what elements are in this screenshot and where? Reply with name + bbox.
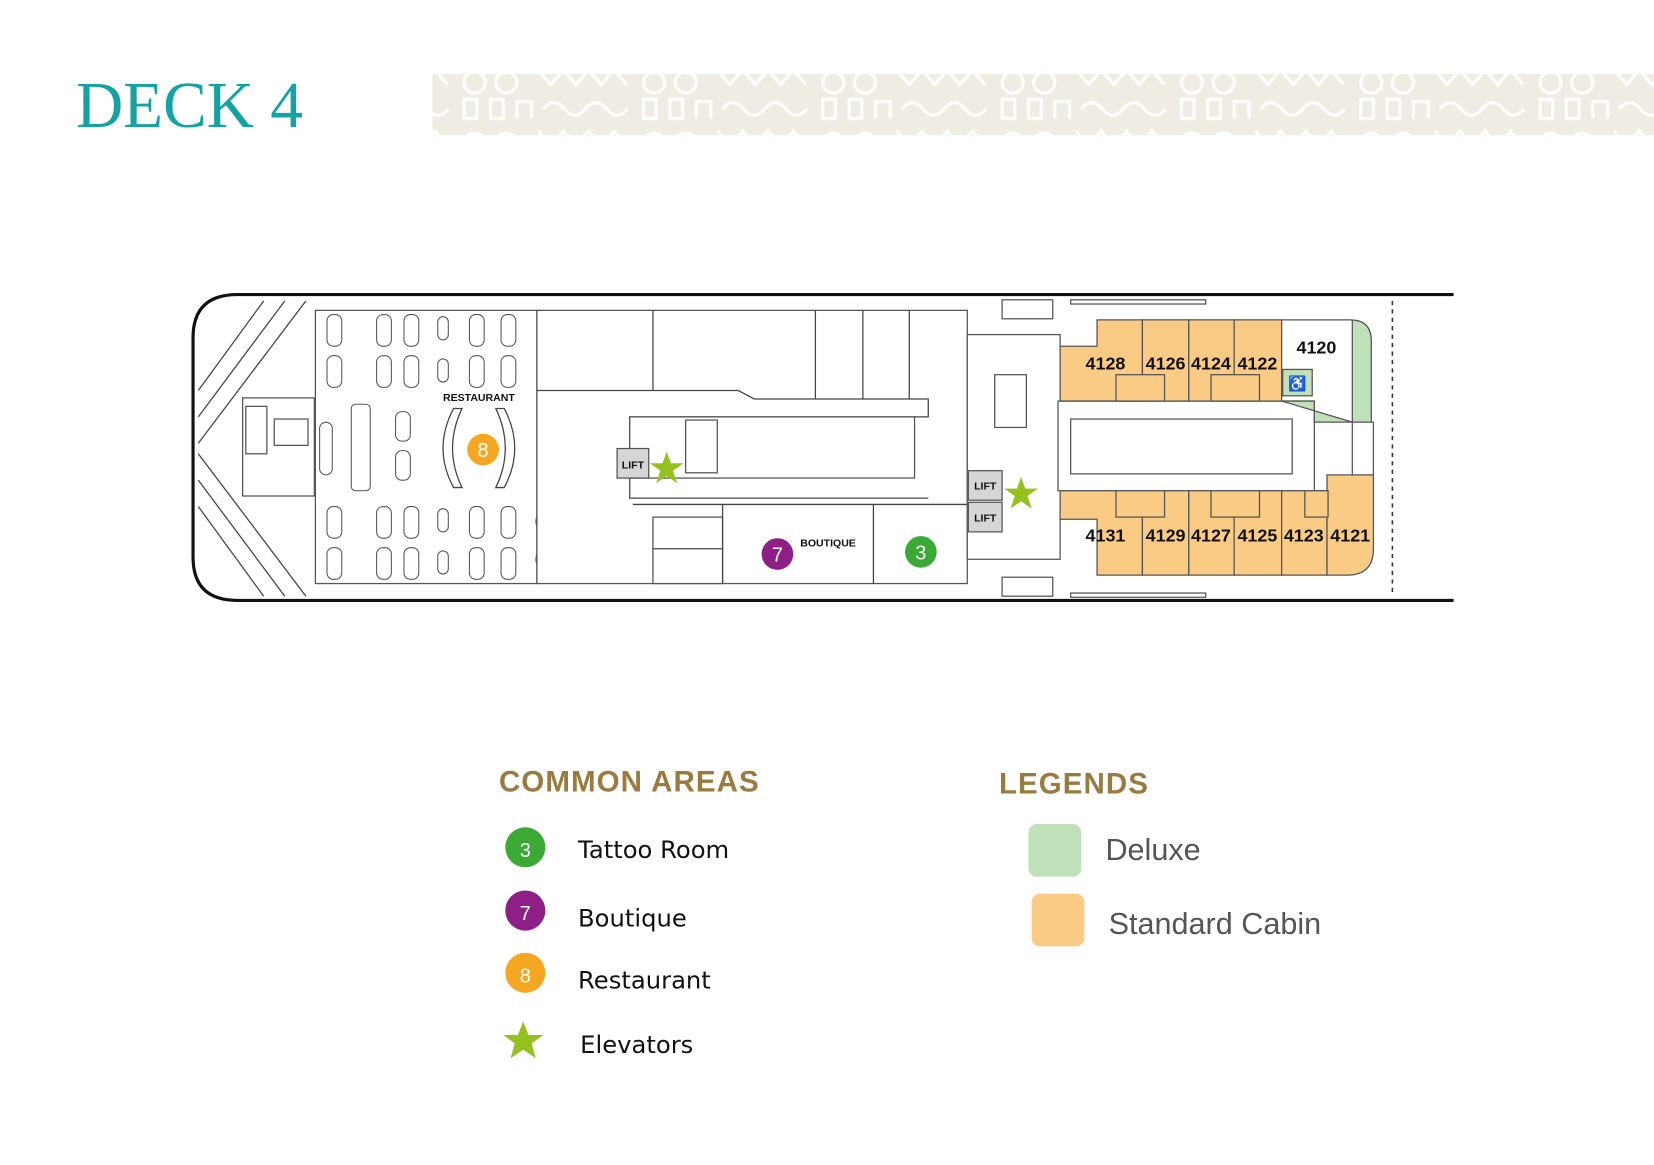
cabin-number: 4126 — [1146, 353, 1186, 373]
common-areas-legend: COMMON AREAS 3 Tattoo Room 7 Boutique 8 … — [499, 765, 760, 1059]
tattoo-marker-icon — [505, 827, 546, 868]
cabin-number: 4129 — [1146, 525, 1186, 545]
elevator-star-icon — [1004, 477, 1038, 509]
standard-swatch — [1031, 893, 1085, 947]
cabin-4121[interactable] — [1326, 474, 1375, 576]
cabin-number: 4128 — [1086, 353, 1126, 373]
legend-elevators: Elevators — [580, 1030, 693, 1059]
midship-rooms: LIFT BOUTIQUE 7 3 — [536, 309, 968, 585]
legend-standard-cabin: Standard Cabin — [1109, 907, 1322, 941]
tattoo-marker — [905, 536, 937, 568]
restaurant-marker-number: 8 — [478, 440, 489, 462]
star-icon — [503, 1021, 544, 1059]
restaurant-label: RESTAURANT — [443, 392, 515, 404]
marker-number: 3 — [520, 840, 531, 862]
cabin-number: 4122 — [1237, 353, 1277, 373]
legend-restaurant: Restaurant — [578, 966, 711, 995]
accessible-bathroom — [1282, 368, 1313, 397]
boutique-marker — [761, 538, 794, 570]
cabin-number: 4120 — [1297, 338, 1337, 358]
deck-title: DECK 4 — [76, 70, 303, 142]
lift-label: LIFT — [974, 481, 997, 493]
tattoo-marker-number: 3 — [915, 542, 926, 564]
legend-deluxe: Deluxe — [1105, 833, 1200, 867]
boutique-marker-number: 7 — [772, 544, 783, 566]
lift-label: LIFT — [622, 460, 645, 472]
cabin-number: 4121 — [1330, 525, 1370, 545]
elevator-star-icon — [649, 451, 684, 484]
cabin-4120[interactable] — [1281, 319, 1372, 423]
decorative-banner — [432, 74, 1654, 136]
ship-hull — [191, 292, 1454, 603]
lift-label: LIFT — [974, 512, 997, 524]
boutique-label: BOUTIQUE — [800, 538, 856, 550]
restaurant-marker — [467, 433, 499, 466]
cabins: ♿ 4128 4126 4124 4122 4120 4131 4129 412… — [1057, 319, 1375, 576]
common-areas-heading: COMMON AREAS — [499, 765, 760, 798]
wheelchair-icon: ♿ — [1288, 374, 1306, 392]
cabin-number: 4125 — [1237, 525, 1277, 545]
restaurant-marker-icon — [505, 952, 546, 993]
cabin-4126[interactable] — [1141, 319, 1190, 402]
boutique-marker-icon — [505, 890, 546, 931]
legend-tattoo-room: Tattoo Room — [577, 835, 729, 864]
cabin-number: 4124 — [1191, 353, 1231, 373]
cabin-number: 4127 — [1191, 525, 1231, 545]
lift-1 — [616, 447, 650, 479]
legends-heading: LEGENDS — [999, 767, 1149, 800]
forward-lobby: LIFT LIFT — [966, 299, 1207, 598]
cabin-number: 4131 — [1086, 525, 1126, 545]
marker-number: 8 — [520, 965, 531, 987]
cabin-type-legend: LEGENDS Deluxe Standard Cabin — [999, 767, 1322, 947]
deluxe-swatch — [1028, 824, 1082, 877]
marker-number: 7 — [520, 903, 531, 925]
cabin-number: 4123 — [1284, 525, 1324, 545]
legend-boutique: Boutique — [578, 903, 687, 932]
